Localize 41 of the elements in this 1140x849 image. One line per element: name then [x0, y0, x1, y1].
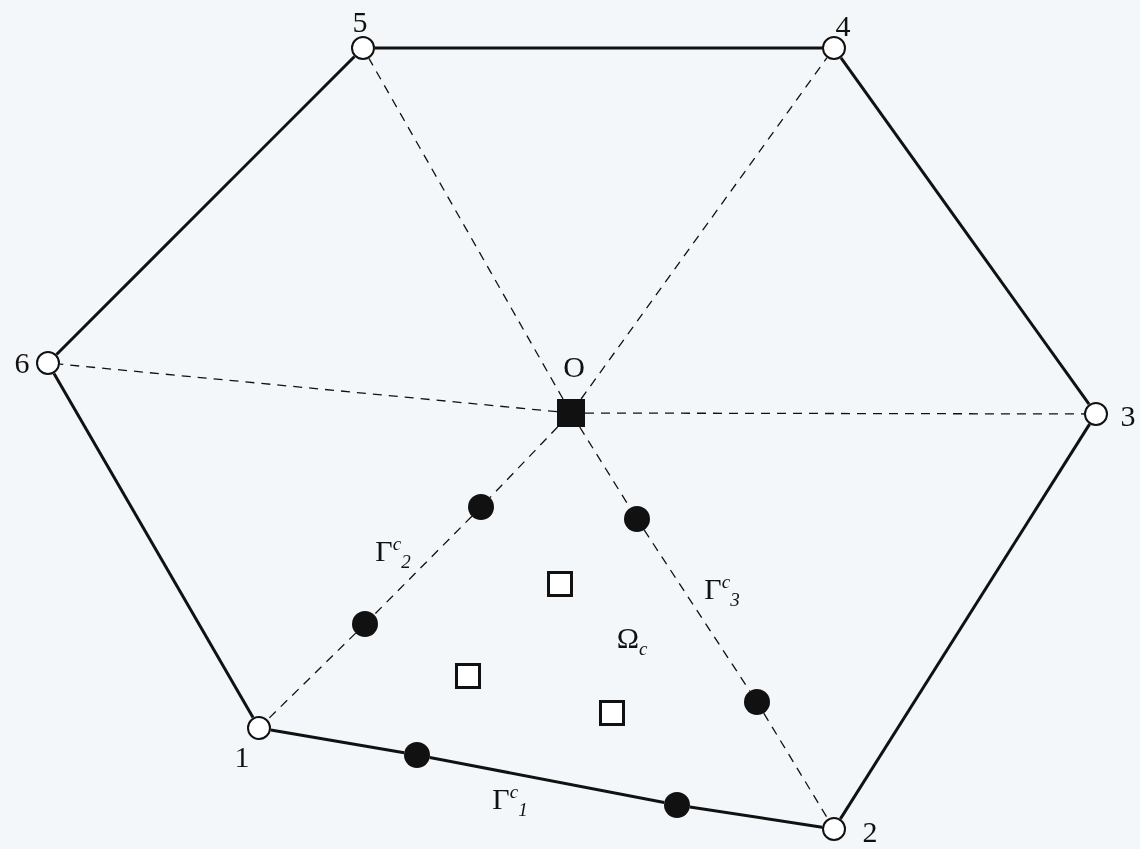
point-label: O	[563, 352, 585, 382]
edge-line	[52, 372, 255, 719]
dashed-line	[368, 57, 564, 400]
vertex-circle	[36, 351, 60, 375]
interior-square	[599, 700, 625, 726]
edge-line	[689, 805, 823, 829]
quadrature-point-dot	[404, 742, 430, 768]
interior-square	[455, 663, 481, 689]
edge-line	[55, 55, 356, 356]
dashed-line	[59, 363, 558, 413]
edge-line	[375, 46, 822, 50]
center-square	[557, 399, 585, 427]
edge-line	[429, 756, 665, 804]
point-label: 1	[234, 742, 250, 772]
quadrature-point-dot	[624, 506, 650, 532]
quadrature-point-dot	[468, 494, 494, 520]
vertex-circle	[822, 36, 846, 60]
interior-square	[547, 571, 573, 597]
vertex-circle	[247, 716, 271, 740]
edge-line	[270, 728, 405, 755]
edge-line	[839, 56, 1091, 406]
quadrature-point-dot	[352, 611, 378, 637]
point-label: 4	[835, 11, 851, 41]
quadrature-point-dot	[744, 689, 770, 715]
point-label: 2	[862, 817, 878, 847]
vertex-circle	[822, 817, 846, 841]
dashed-line	[266, 632, 357, 721]
dashed-line	[584, 412, 1085, 415]
point-label: 6	[14, 348, 30, 378]
edge-line	[839, 423, 1091, 820]
point-label: 5	[352, 7, 368, 37]
point-label: 3	[1120, 401, 1136, 431]
vertex-circle	[1084, 402, 1108, 426]
vertex-circle	[351, 36, 375, 60]
region-label: Ω$_{c}$	[616, 622, 648, 658]
dashed-line	[489, 426, 559, 499]
dashed-line	[643, 529, 751, 692]
dashed-line	[580, 57, 828, 400]
dashed-line	[373, 515, 473, 616]
quadrature-point-dot	[664, 792, 690, 818]
dashed-line	[763, 712, 829, 820]
